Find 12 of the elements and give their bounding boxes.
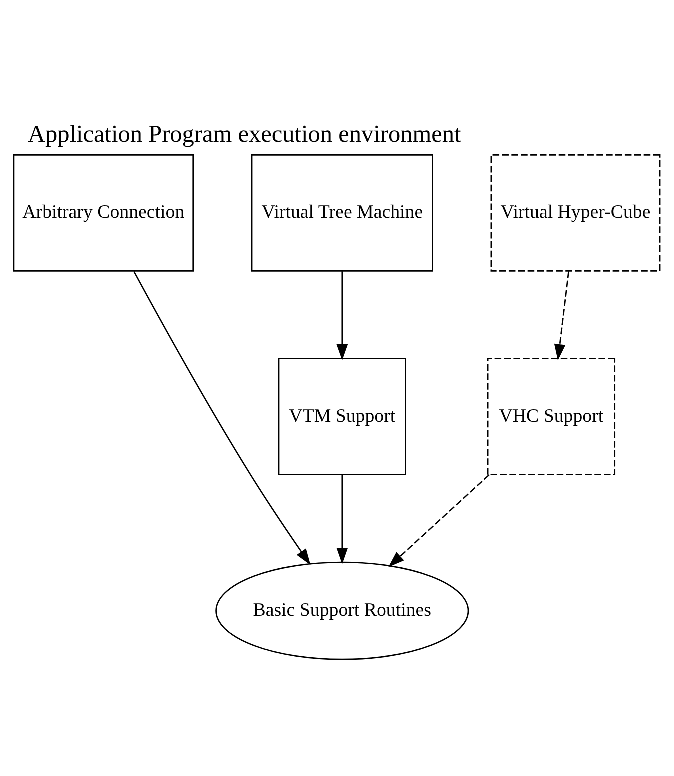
node-box: Virtual Tree Machine <box>251 154 434 272</box>
node-box: VHC Support <box>487 358 616 475</box>
diagram-title: Application Program execution environment <box>28 120 462 148</box>
node-box: Virtual Hyper-Cube <box>490 154 661 272</box>
arrow <box>388 474 490 567</box>
arrow <box>336 474 348 564</box>
arrow <box>336 271 348 360</box>
node-box: VTM Support <box>278 358 406 475</box>
node-ellipse: Basic Support Routines <box>216 561 470 660</box>
node-box: Arbitrary Connection <box>13 154 194 272</box>
arrow <box>554 270 570 360</box>
arrow <box>134 270 311 565</box>
